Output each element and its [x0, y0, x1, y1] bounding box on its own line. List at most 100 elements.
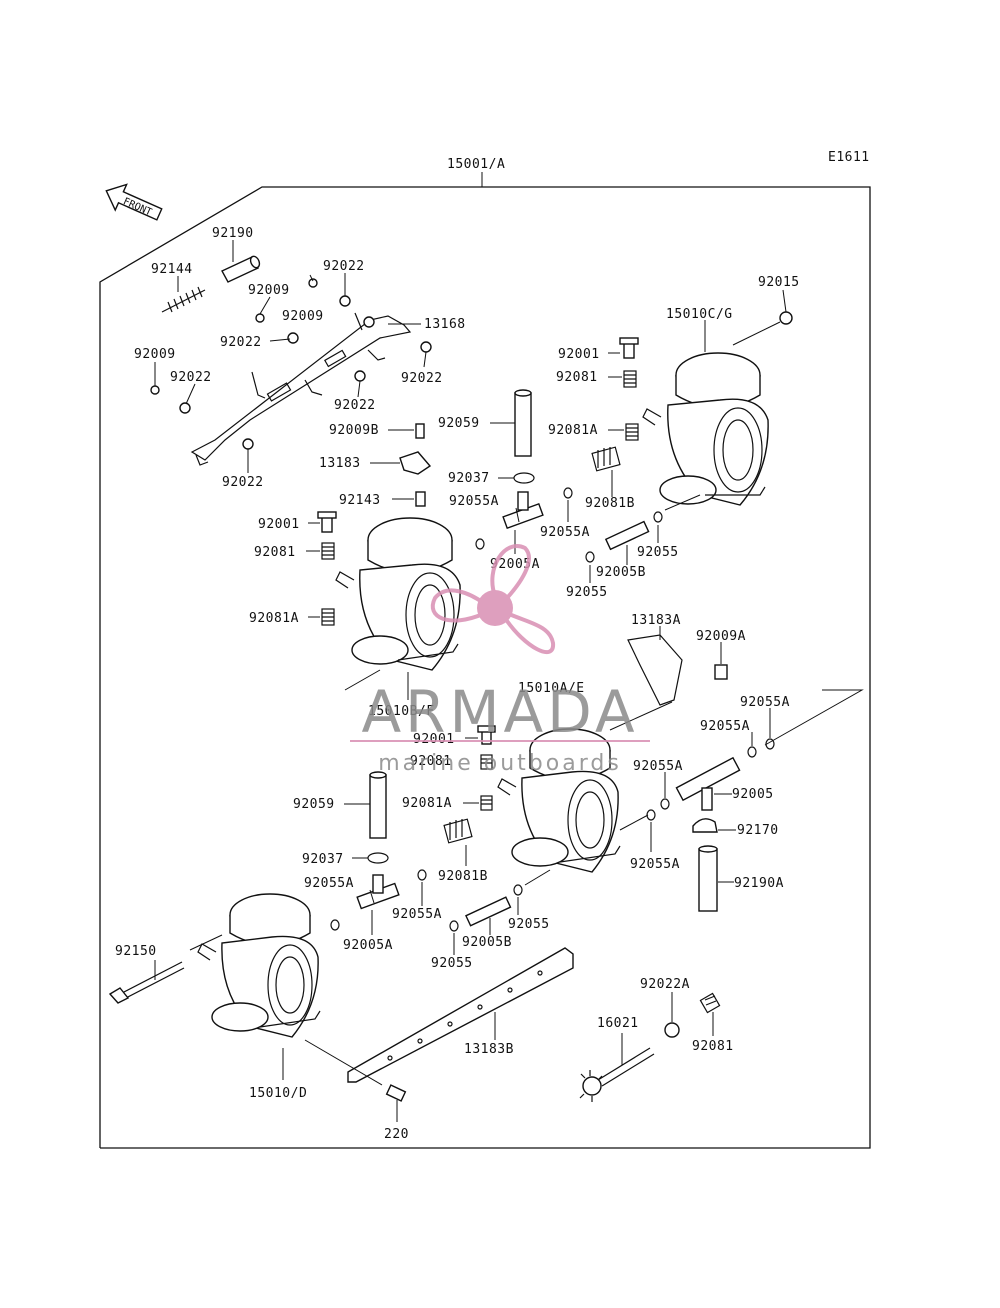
spring-92081-d: [699, 992, 721, 1014]
label-92001: 92001: [258, 517, 300, 532]
fuel-joint-92005: [675, 756, 741, 811]
label-92022: 92022: [220, 335, 262, 350]
watermark-brand: ARMADA: [361, 678, 638, 746]
nut-92022a: [664, 1022, 680, 1038]
propeller-logo-icon: [430, 544, 556, 655]
fuel-joint-92005a-b: [356, 874, 400, 910]
front-arrow-icon: FRONT: [105, 183, 163, 221]
plate-13183b: [347, 947, 574, 1083]
screw-92009a: [714, 664, 728, 680]
spring-92081-c: [480, 754, 493, 770]
diagram-code: E1611: [828, 150, 870, 165]
label-92081b: 92081B: [585, 496, 635, 511]
label-92081a: 92081A: [402, 796, 452, 811]
label-92150: 92150: [115, 944, 157, 959]
label-92055a: 92055A: [449, 494, 499, 509]
label-92009: 92009: [282, 309, 324, 324]
fuel-pipe-92005b-a: [604, 520, 650, 551]
carburetor-15010a: [497, 728, 621, 873]
assembly-label: 15001/A: [447, 157, 505, 172]
label-92190a: 92190A: [734, 876, 784, 891]
throttle-link-bracket: [190, 312, 412, 466]
label-92081: 92081: [556, 370, 598, 385]
label-92055a: 92055A: [304, 876, 354, 891]
hose-92190a: [698, 845, 718, 912]
label-92009b: 92009B: [329, 423, 379, 438]
label-92143: 92143: [339, 493, 381, 508]
label-92055a: 92055A: [633, 759, 683, 774]
label-92081: 92081: [692, 1039, 734, 1054]
label-15010c: 15010C/G: [666, 307, 733, 322]
label-13183b: 13183B: [464, 1042, 514, 1057]
fuel-pipe-92005b-b: [465, 896, 512, 927]
label-92009: 92009: [248, 283, 290, 298]
sleeve-92190: [221, 255, 261, 283]
label-92022: 92022: [222, 475, 264, 490]
tube-92059-a: [514, 389, 532, 457]
label-92005b: 92005B: [462, 935, 512, 950]
assembly-frame: [99, 186, 871, 1149]
label-15010b: 15010B/F: [368, 704, 435, 719]
collar-92143: [415, 491, 426, 507]
watermark-tagline: marine outboards: [378, 751, 622, 776]
label-92055a: 92055A: [540, 525, 590, 540]
label-92081a: 92081A: [249, 611, 299, 626]
label-92055: 92055: [431, 956, 473, 971]
label-92055a: 92055A: [700, 719, 750, 734]
label-92022: 92022: [323, 259, 365, 274]
carburetor-15010b: [335, 517, 461, 671]
label-92081: 92081: [254, 545, 296, 560]
clip-92037-b: [367, 852, 389, 864]
screw-220: [385, 1084, 407, 1102]
label-92001: 92001: [558, 347, 600, 362]
spring-92144: [161, 286, 206, 313]
jet-92001-b: [317, 511, 337, 533]
label-13168: 13168: [424, 317, 466, 332]
label-92144: 92144: [151, 262, 193, 277]
label-92022: 92022: [170, 370, 212, 385]
label-220: 220: [384, 1127, 409, 1142]
jet-92001-c: [477, 725, 496, 745]
fuel-joint-92005a-a: [502, 491, 544, 530]
spring-92081a-b: [321, 608, 335, 626]
spring-92081a-c: [480, 795, 493, 811]
label-92005a: 92005A: [343, 938, 393, 953]
label-92022a: 92022A: [640, 977, 690, 992]
label-15010d: 15010/D: [249, 1086, 307, 1101]
label-92059: 92059: [438, 416, 480, 431]
spring-92081a-a: [625, 423, 639, 441]
label-92009a: 92009A: [696, 629, 746, 644]
clip-92037-a: [513, 472, 535, 484]
label-92022: 92022: [334, 398, 376, 413]
label-92037: 92037: [448, 471, 490, 486]
spring-92081-b: [321, 542, 335, 560]
label-92059: 92059: [293, 797, 335, 812]
label-92001: 92001: [413, 732, 455, 747]
armada-watermark: ARMADA marine outboards: [350, 544, 650, 776]
bracket-13183: [399, 451, 432, 475]
label-92055: 92055: [637, 545, 679, 560]
tube-92059-b: [369, 771, 387, 839]
label-92015: 92015: [758, 275, 800, 290]
label-92055a: 92055A: [392, 907, 442, 922]
label-16021: 16021: [597, 1016, 639, 1031]
sensor-16021: [579, 1047, 655, 1102]
label-92022: 92022: [401, 371, 443, 386]
carburetor-15010d: [197, 893, 321, 1038]
label-92081: 92081: [410, 754, 452, 769]
label-92190: 92190: [212, 226, 254, 241]
clamp-92170: [692, 818, 718, 833]
label-92081b: 92081B: [438, 869, 488, 884]
label-92055: 92055: [566, 585, 608, 600]
bolt-92150: [108, 961, 185, 1004]
label-92081a: 92081A: [548, 423, 598, 438]
label-15010a: 15010A/E: [518, 681, 585, 696]
screw-92009b: [415, 423, 425, 439]
spring-92081-a: [623, 370, 637, 388]
jet-92001-a: [619, 337, 639, 359]
label-13183: 13183: [319, 456, 361, 471]
label-13183a: 13183A: [631, 613, 681, 628]
label-92037: 92037: [302, 852, 344, 867]
label-92055: 92055: [508, 917, 550, 932]
